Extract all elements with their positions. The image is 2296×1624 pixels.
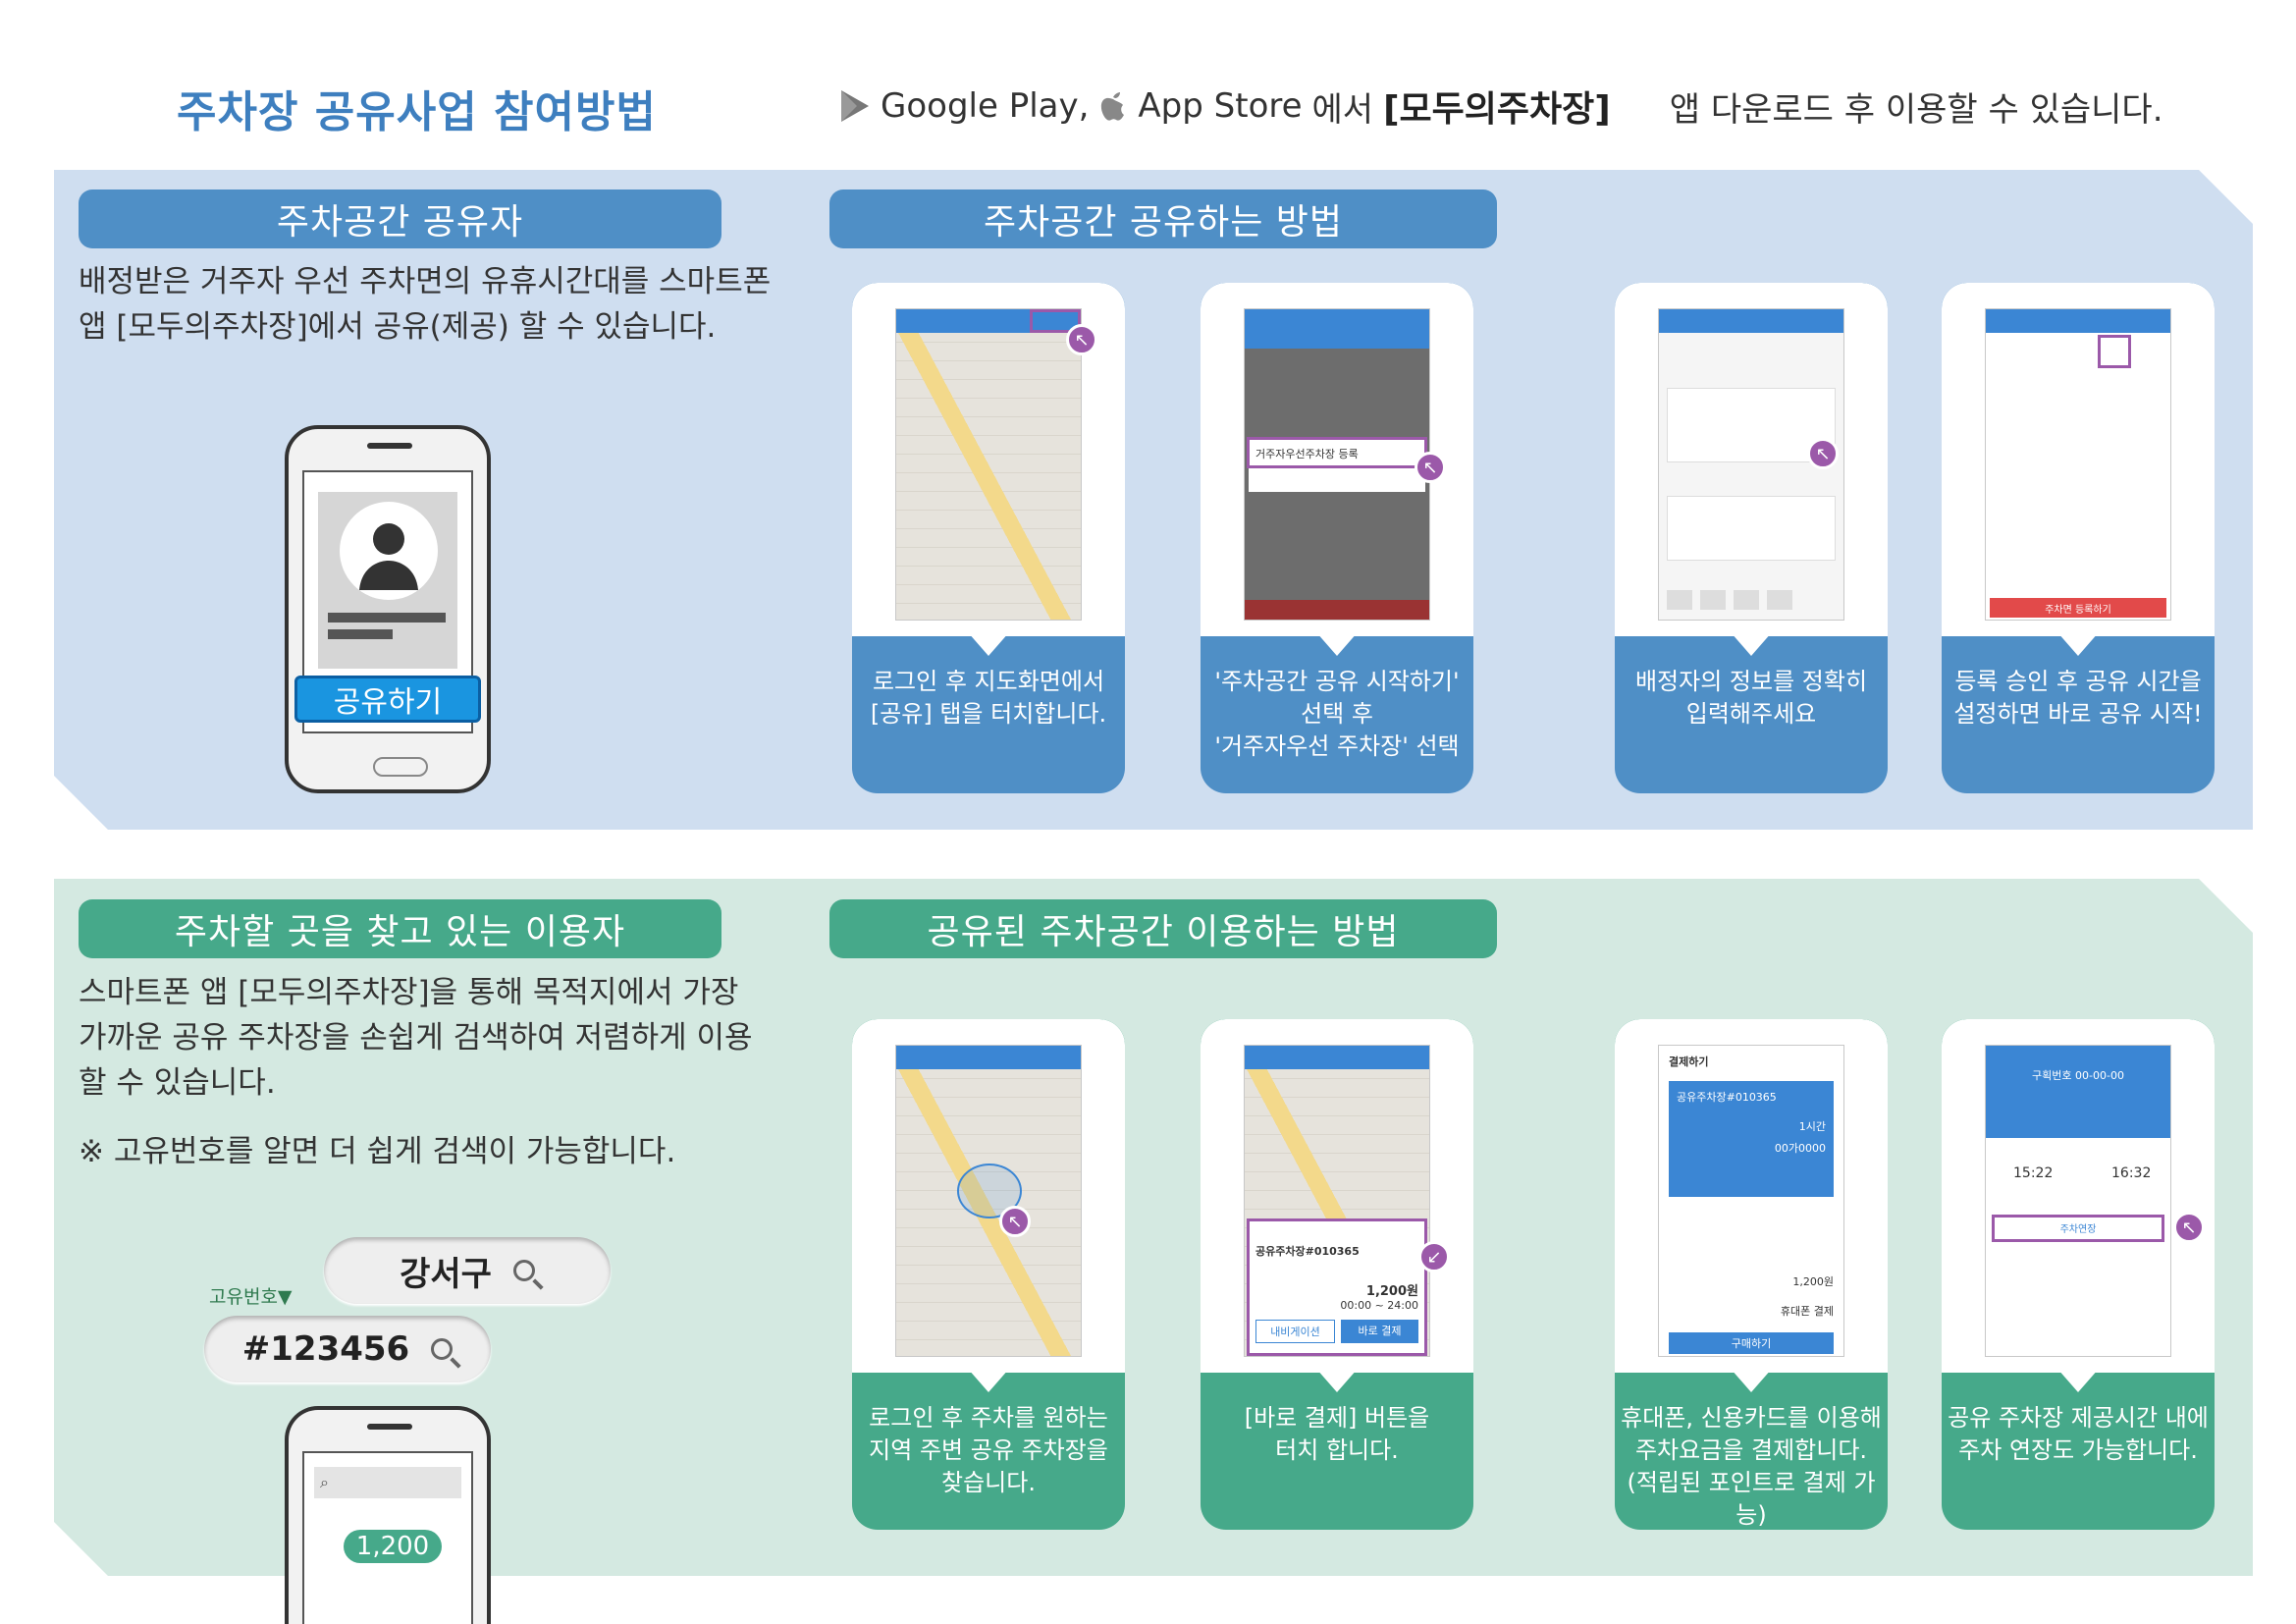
search-icon xyxy=(431,1338,454,1360)
user-phone: ⌕ 1,200 xyxy=(285,1406,491,1624)
arrow-icon: ↙ xyxy=(1418,1241,1450,1272)
user-step-4: 구획번호 00-00-00 15:22 16:32 주차연장 ↖ 공유 주차장 … xyxy=(1942,1019,2215,1530)
arrow-icon: ↖ xyxy=(1066,324,1097,355)
provider-step-2: 거주자우선주차장 등록 ↖ '주차공간 공유 시작하기'선택 후'거주자우선 주… xyxy=(1201,283,1473,793)
pay-now-button[interactable]: 바로 결제 xyxy=(1341,1320,1418,1343)
google-play-icon xyxy=(841,90,869,122)
payment-screen: 결제하기 공유주차장#010365 1시간 00가0000 1,200원 휴대폰… xyxy=(1658,1045,1844,1357)
navigation-button[interactable]: 내비게이션 xyxy=(1255,1320,1335,1343)
search-icon xyxy=(512,1260,535,1281)
user-step-3: 결제하기 공유주차장#010365 1시간 00가0000 1,200원 휴대폰… xyxy=(1615,1019,1888,1530)
provider-pill: 주차공간 공유자 xyxy=(79,189,721,248)
provider-desc: 배정받은 거주자 우선 주차면의 유휴시간대를 스마트폰 앱 [모두의주차장]에… xyxy=(79,259,771,350)
arrow-icon: ↖ xyxy=(2173,1212,2205,1243)
user-pill: 주차할 곳을 찾고 있는 이용자 xyxy=(79,899,721,958)
google-play-label: Google Play, xyxy=(881,86,1090,126)
arrow-icon: ↖ xyxy=(999,1206,1031,1237)
extend-screen: 구획번호 00-00-00 15:22 16:32 주차연장 xyxy=(1985,1045,2171,1357)
price-marker[interactable]: 1,200 xyxy=(344,1530,442,1563)
download-middle: 에서 xyxy=(1311,89,1374,130)
provider-phone-screen xyxy=(302,470,473,733)
register-screen: 주차면 등록하기 xyxy=(1985,308,2171,621)
id-search[interactable]: #123456 xyxy=(204,1316,491,1382)
provider-step-1: ↖ 로그인 후 지도화면에서[공유] 탭을 터치합니다. xyxy=(852,283,1125,793)
map-screen xyxy=(895,308,1082,621)
user-how-pill: 공유된 주차공간 이용하는 방법 xyxy=(829,899,1497,958)
user-step-2: 공유주차장#010365 1,200원 00:00 ~ 24:00 내비게이션 … xyxy=(1201,1019,1473,1530)
apple-icon xyxy=(1101,92,1125,121)
download-tail: 앱 다운로드 후 이용할 수 있습니다. xyxy=(1669,89,2163,130)
app-store-label: App Store xyxy=(1138,86,1303,126)
provider-desc-line2: 앱 [모두의주차장]에서 공유(제공) 할 수 있습니다. xyxy=(79,309,717,345)
user-phone-screen: ⌕ 1,200 xyxy=(302,1451,473,1624)
provider-desc-line1: 배정받은 거주자 우선 주차면의 유휴시간대를 스마트폰 xyxy=(79,264,772,299)
lot-detail-screen: 공유주차장#010365 1,200원 00:00 ~ 24:00 내비게이션 … xyxy=(1244,1045,1430,1357)
map-screen xyxy=(895,1045,1082,1357)
provider-how-pill: 주차공간 공유하는 방법 xyxy=(829,189,1497,248)
download-line: Google Play, App Store 에서 [모두의주차장] 앱 다운로… xyxy=(839,81,2163,132)
purchase-button[interactable]: 구매하기 xyxy=(1669,1332,1834,1354)
arrow-icon: ↖ xyxy=(1807,438,1839,469)
user-avatar-icon xyxy=(340,502,438,600)
arrow-icon: ↖ xyxy=(1415,452,1446,483)
provider-phone xyxy=(285,425,491,793)
id-label: 고유번호▼ xyxy=(209,1286,293,1308)
search-icon: ⌕ xyxy=(320,1473,329,1491)
extend-parking-button[interactable]: 주차연장 xyxy=(1992,1215,2164,1242)
district-search[interactable]: 강서구 xyxy=(324,1237,611,1304)
page-title: 주차장 공유사업 참여방법 xyxy=(177,87,657,137)
user-note: ※ 고유번호를 알면 더 쉽게 검색이 가능합니다. xyxy=(79,1134,676,1169)
menu-screen: 거주자우선주차장 등록 xyxy=(1244,308,1430,621)
app-name: [모두의주차장] xyxy=(1383,89,1611,130)
share-button[interactable]: 공유하기 xyxy=(294,676,481,723)
